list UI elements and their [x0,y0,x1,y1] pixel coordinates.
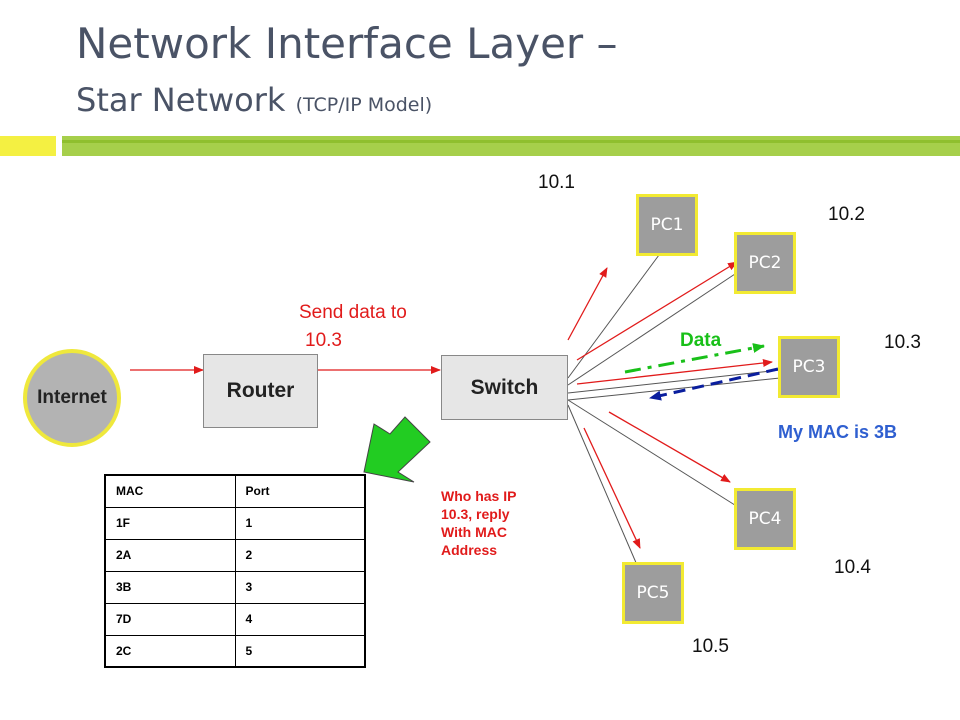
pc4-node: PC4 [734,488,796,550]
ip-pc2: 10.2 [828,204,865,225]
mac-cell: 1F [104,506,236,540]
mac-cell: 2A [104,538,236,572]
table-row: 7D 4 [104,602,366,636]
link-pc2 [567,271,739,386]
mac-table-header: MAC Port [104,474,366,508]
link-pc3b [567,377,781,401]
link-pc5 [567,404,638,566]
mac-cell: 3B [104,570,236,604]
table-pointer-arrow [363,416,431,483]
title-accent-line [62,140,960,143]
table-row: 1F 1 [104,506,366,540]
arrow-to-pc1 [567,267,608,341]
port-cell: 4 [234,602,366,636]
port-cell: 5 [234,634,366,668]
mac-header-port: Port [234,474,366,508]
arrow-to-pc3 [576,359,773,385]
send-data-label: Send data to 10.3 [299,299,407,355]
port-cell: 3 [234,570,366,604]
data-label: Data [680,330,722,351]
ip-pc4: 10.4 [834,557,871,578]
pc2-node: PC2 [734,232,796,294]
title-main: Network Interface Layer – [76,19,618,68]
slide-title: Network Interface Layer – Star Network (… [76,18,618,127]
mac-table: MAC Port 1F 1 2A 2 3B 3 7D 4 2C 5 [104,474,366,668]
link-pc1 [567,254,660,379]
table-row: 3B 3 [104,570,366,604]
table-row: 2C 5 [104,634,366,668]
arrow-to-pc4 [608,411,731,483]
who-has-line4: Address [441,542,498,558]
who-has-label: Who has IP 10.3, reply With MAC Address [441,487,516,559]
who-has-line1: Who has IP [441,488,517,504]
arrow-to-pc2 [576,261,738,361]
who-has-line2: 10.3, reply [441,506,510,522]
pc3-node: PC3 [778,336,840,398]
internet-node: Internet [23,349,121,447]
mac-header-mac: MAC [104,474,236,508]
link-pc4 [567,399,739,508]
title-accent-yellow [0,136,56,156]
who-has-line3: With MAC [441,524,507,540]
data-arrow [624,343,765,374]
link-pc3 [567,369,781,394]
mac-cell: 2C [104,634,236,668]
title-sub: Star Network (TCP/IP Model) [76,78,618,127]
arrow-to-pc5 [583,427,641,549]
mac-reply-arrow [649,367,779,401]
send-data-line1: Send data to [299,302,407,323]
send-data-line2: 10.3 [305,330,342,351]
mac-cell: 7D [104,602,236,636]
title-sub-text: Star Network [76,81,286,119]
port-cell: 2 [234,538,366,572]
title-sub-small: (TCP/IP Model) [295,94,433,116]
router-node: Router [203,354,318,428]
switch-node: Switch [441,355,568,420]
mac-reply-label: My MAC is 3B [778,422,898,442]
port-cell: 1 [234,506,366,540]
table-row: 2A 2 [104,538,366,572]
pc1-node: PC1 [636,194,698,256]
ip-pc5: 10.5 [692,636,729,657]
pc5-node: PC5 [622,562,684,624]
ip-pc3: 10.3 [884,332,921,353]
ip-pc1: 10.1 [538,172,575,193]
